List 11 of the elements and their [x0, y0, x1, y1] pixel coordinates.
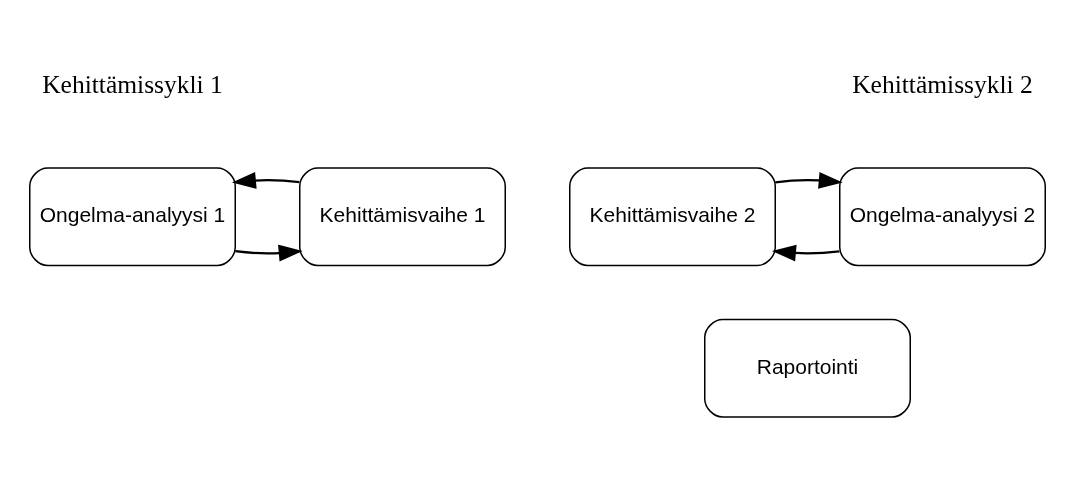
node-box: Ongelma-analyysi 1 [29, 167, 236, 267]
arrow [235, 244, 303, 262]
node-box: Kehittämisvaihe 2 [569, 167, 776, 267]
node-box: Raportointi [704, 318, 911, 418]
arrow [231, 172, 300, 189]
node-box: Ongelma-analyysi 2 [839, 167, 1046, 267]
label: Kehittämissykli 1 [42, 70, 223, 100]
arrow [775, 172, 843, 189]
arrow [771, 244, 840, 262]
label: Kehittämissykli 2 [852, 70, 1033, 100]
node-box: Kehittämisvaihe 1 [299, 167, 506, 267]
